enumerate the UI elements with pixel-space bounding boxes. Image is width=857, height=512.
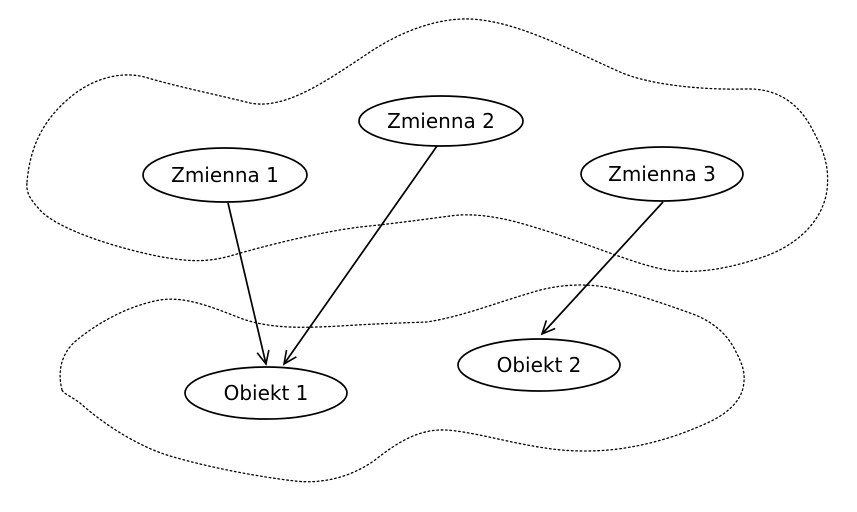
edge-zmienna1-obiekt1: [227, 202, 270, 366]
edge-zmienna3-obiekt2: [540, 201, 664, 336]
node-obiekt-1: Obiekt 1: [184, 366, 348, 420]
node-zmienna-2-label: Zmienna 2: [387, 109, 495, 133]
node-zmienna-1: Zmienna 1: [142, 147, 308, 203]
node-zmienna-2: Zmienna 2: [358, 95, 524, 147]
node-zmienna-3: Zmienna 3: [580, 146, 744, 202]
node-obiekt-2-label: Obiekt 2: [497, 353, 582, 377]
node-obiekt-1-label: Obiekt 1: [224, 381, 309, 405]
edge-zmienna2-obiekt1: [282, 145, 438, 366]
node-zmienna-3-label: Zmienna 3: [608, 162, 716, 186]
node-obiekt-2: Obiekt 2: [457, 338, 621, 392]
node-zmienna-1-label: Zmienna 1: [171, 163, 279, 187]
cluster-variables-outline: [26, 18, 829, 273]
cluster-objects-outline: [59, 284, 745, 483]
